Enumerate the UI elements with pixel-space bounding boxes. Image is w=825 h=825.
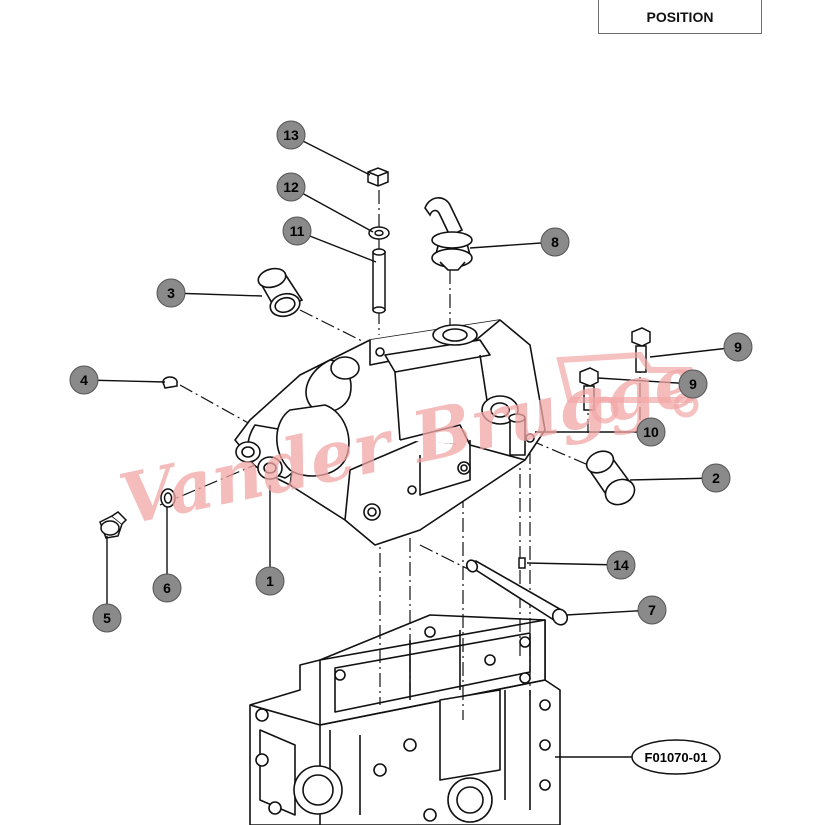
- callout-2: 2: [701, 463, 731, 493]
- callout-9b: 9: [678, 369, 708, 399]
- callout-14: 14: [606, 550, 636, 580]
- callout-9a: 9: [723, 332, 753, 362]
- cover-housing: [234, 319, 546, 546]
- callout-5-bubble: [92, 603, 122, 633]
- part-4-plug: [162, 376, 178, 389]
- callout-4: 4: [69, 365, 99, 395]
- callout-7-bubble: [637, 595, 667, 625]
- callout-8-label: 8: [551, 234, 559, 250]
- callout-11-label: 11: [290, 223, 305, 239]
- part-5-drain-plug: [99, 511, 128, 539]
- callout-3-label: 3: [167, 285, 175, 301]
- part-8-breather: [424, 197, 473, 271]
- transmission-housing: [249, 614, 561, 825]
- figure-code-label: F01070-01: [645, 750, 708, 765]
- callout-1-label: 1: [266, 573, 274, 589]
- callout-14-bubble: [606, 550, 636, 580]
- callout-9b-bubble: [678, 369, 708, 399]
- callout-4-label: 4: [80, 372, 88, 388]
- callout-8-bubble: [540, 227, 570, 257]
- callout-11-bubble: [282, 216, 312, 246]
- part-6-sealing-ring: [160, 488, 176, 508]
- callout-5: 5: [92, 603, 122, 633]
- callout-10-label: 10: [643, 424, 659, 440]
- callout-14-label: 14: [613, 557, 629, 573]
- callout-10: 10: [636, 417, 666, 447]
- callout-6-bubble: [152, 573, 182, 603]
- callout-2-bubble: [701, 463, 731, 493]
- callout-1: 1: [255, 566, 285, 596]
- part-13-nut: [367, 167, 389, 187]
- part-14-pin: [518, 557, 526, 569]
- part-12-washer: [368, 226, 390, 240]
- callout-12-label: 12: [283, 179, 299, 195]
- callout-8: 8: [540, 227, 570, 257]
- callout-9a-bubble: [723, 332, 753, 362]
- part-7-shaft: [465, 559, 569, 626]
- part-11-stud: [372, 248, 386, 314]
- callout-12-bubble: [276, 172, 306, 202]
- callout-1-bubble: [255, 566, 285, 596]
- figure-code-badge: F01070-01: [631, 739, 721, 775]
- callout-4-bubble: [69, 365, 99, 395]
- position-header: POSITION: [598, 0, 762, 34]
- callout-leaders: [83, 134, 739, 758]
- callout-2-label: 2: [712, 470, 720, 486]
- part-2-bushing: [585, 450, 636, 506]
- callout-7: 7: [637, 595, 667, 625]
- callout-9b-label: 9: [689, 376, 697, 392]
- callout-6: 6: [152, 573, 182, 603]
- callout-5-label: 5: [103, 610, 111, 626]
- callout-13-label: 13: [283, 127, 299, 143]
- callout-12: 12: [276, 172, 306, 202]
- callout-9a-label: 9: [734, 339, 742, 355]
- callout-6-label: 6: [163, 580, 171, 596]
- part-3-bushing: [257, 267, 304, 318]
- callout-3: 3: [156, 278, 186, 308]
- callout-11: 11: [282, 216, 312, 246]
- callout-3-bubble: [156, 278, 186, 308]
- callout-13-bubble: [276, 120, 306, 150]
- callout-13: 13: [276, 120, 306, 150]
- callout-7-label: 7: [648, 602, 656, 618]
- callout-10-bubble: [636, 417, 666, 447]
